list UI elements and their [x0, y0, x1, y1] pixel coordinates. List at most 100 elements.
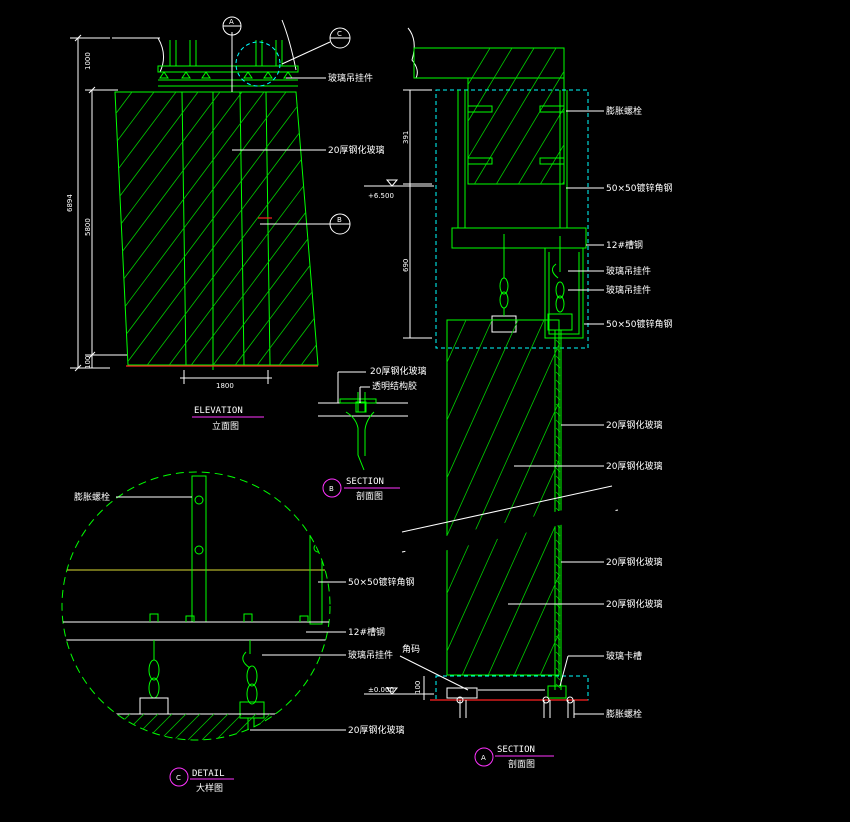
label-sa-hanger-1: 玻璃吊挂件 — [606, 265, 651, 277]
glass-edge-dash — [555, 675, 561, 681]
hatch-line — [299, 713, 327, 740]
elevation-view: 1000 6894 5800 100 — [0, 16, 384, 432]
hatch-line — [75, 713, 103, 740]
label-sa-clamp: 玻璃卡槽 — [606, 650, 642, 662]
hatch-line — [190, 92, 318, 365]
section-a-hanger-left — [491, 234, 517, 333]
detail-title-cn: 大样图 — [196, 782, 223, 794]
label-sa-channel: 12#槽钢 — [606, 239, 643, 251]
dim-section-391: 391 — [402, 131, 410, 144]
elevation-dimension-lines — [70, 34, 128, 372]
label-detail-hanger: 玻璃吊挂件 — [348, 649, 393, 661]
hatch-line — [278, 92, 318, 365]
label-sa-glass-4: 20厚钢化玻璃 — [606, 598, 662, 610]
section-b-title-cn: 剖面图 — [356, 490, 383, 502]
hatch-line — [592, 320, 752, 675]
hatch-line — [115, 92, 221, 365]
hatch-line — [468, 48, 535, 159]
hatch-line — [146, 92, 318, 365]
hatch-line — [618, 320, 778, 675]
hatch-line — [0, 92, 110, 365]
hatch-line — [447, 401, 559, 653]
hatch-line — [256, 92, 318, 365]
label-sa-bolt-bottom: 膨胀螺栓 — [606, 708, 642, 720]
label-sa-glass-3: 20厚钢化玻璃 — [606, 556, 662, 568]
hatch-line — [124, 92, 318, 365]
hatch-line — [115, 92, 155, 365]
hatch-line — [696, 320, 850, 675]
hatch-line — [115, 92, 177, 365]
level-ground: ±0.000 — [368, 686, 394, 694]
hatch-line — [212, 92, 318, 365]
hatch-line — [115, 92, 265, 365]
dim-bottom-100: 100 — [84, 356, 92, 369]
break-line-left — [112, 37, 164, 73]
hatch-line — [474, 48, 557, 184]
label-detail-glass: 20厚钢化玻璃 — [348, 724, 404, 736]
marker-c-label: C — [337, 30, 342, 38]
hatch-line — [722, 320, 850, 675]
label-sa-glass-2: 20厚钢化玻璃 — [606, 460, 662, 472]
section-a-dashed-outline — [435, 89, 589, 349]
hatch-line — [115, 92, 243, 365]
elevation-title-cn: 立面图 — [212, 420, 239, 432]
label-detail-bolt: 膨胀螺栓 — [74, 491, 110, 503]
break-line-right — [281, 19, 297, 71]
detail-circle — [61, 471, 331, 741]
section-a-title-en: SECTION — [497, 745, 535, 755]
dim-mid-5800: 5800 — [84, 218, 92, 236]
section-a-hatch — [447, 320, 850, 675]
section-b-marker-label: B — [329, 485, 334, 493]
hatch-line — [540, 143, 564, 184]
hatch-line — [566, 320, 726, 675]
hatch-line — [285, 713, 313, 740]
hatch-line — [468, 48, 513, 123]
hatch-line — [496, 70, 564, 184]
hatch-line — [34, 714, 60, 740]
label-sa-glass-1: 20厚钢化玻璃 — [606, 419, 662, 431]
section-a-marker-label: A — [481, 754, 486, 762]
hatch-line — [447, 320, 545, 537]
dim-section-690: 690 — [402, 259, 410, 272]
hatch-line — [447, 343, 559, 595]
detail-marker — [169, 767, 189, 787]
label-detail-channel: 12#槽钢 — [348, 626, 385, 638]
detail-channel — [62, 621, 330, 641]
label-sa-bolt-top: 膨胀螺栓 — [606, 105, 642, 117]
hatch-line — [513, 574, 559, 675]
hatch-line — [103, 713, 131, 740]
expansion-bolts — [467, 105, 565, 165]
hatch-line — [468, 48, 491, 86]
hatch-line — [62, 713, 75, 740]
glass-hatch-pattern — [0, 92, 318, 365]
dim-section-100: 100 — [414, 681, 422, 694]
section-a-title-cn: 剖面图 — [508, 758, 535, 770]
label-tempered-glass: 20厚钢化玻璃 — [328, 144, 384, 156]
label-sa-angle-top: 50×50镀锌角钢 — [606, 182, 672, 194]
label-section-b-glass: 20厚钢化玻璃 — [370, 365, 426, 377]
hatch-line — [215, 713, 243, 740]
hatch-line — [89, 713, 117, 740]
hatch-line — [115, 92, 133, 365]
hatch-line — [115, 92, 309, 365]
label-sa-angle-bottom: 50×50镀锌角钢 — [606, 318, 672, 330]
hatch-line — [644, 320, 804, 675]
label-sa-hanger-2: 玻璃吊挂件 — [606, 284, 651, 296]
section-b-view: 20厚钢化玻璃 透明结构胶 B SECTION 剖面图 — [318, 365, 426, 502]
hatch-line — [62, 713, 89, 740]
detail-view: 膨胀螺栓 50×50镀锌角钢 12#槽钢 玻璃吊挂件 20厚钢化玻璃 C DET… — [34, 471, 414, 794]
elevation-glass-panel — [114, 91, 319, 366]
hatch-line — [271, 713, 299, 740]
elevation-hanger-assembly — [157, 40, 299, 87]
hatch-line — [447, 320, 493, 421]
hatch-line — [187, 713, 215, 740]
hatch-line — [461, 459, 559, 675]
label-sealant: 透明结构胶 — [372, 380, 417, 392]
elevation-title-en: ELEVATION — [194, 406, 243, 416]
hatch-line — [313, 713, 330, 740]
detail-title-en: DETAIL — [192, 769, 225, 779]
section-b-title-en: SECTION — [346, 477, 384, 487]
hatch-line — [487, 516, 559, 675]
hatch-line — [518, 107, 564, 184]
